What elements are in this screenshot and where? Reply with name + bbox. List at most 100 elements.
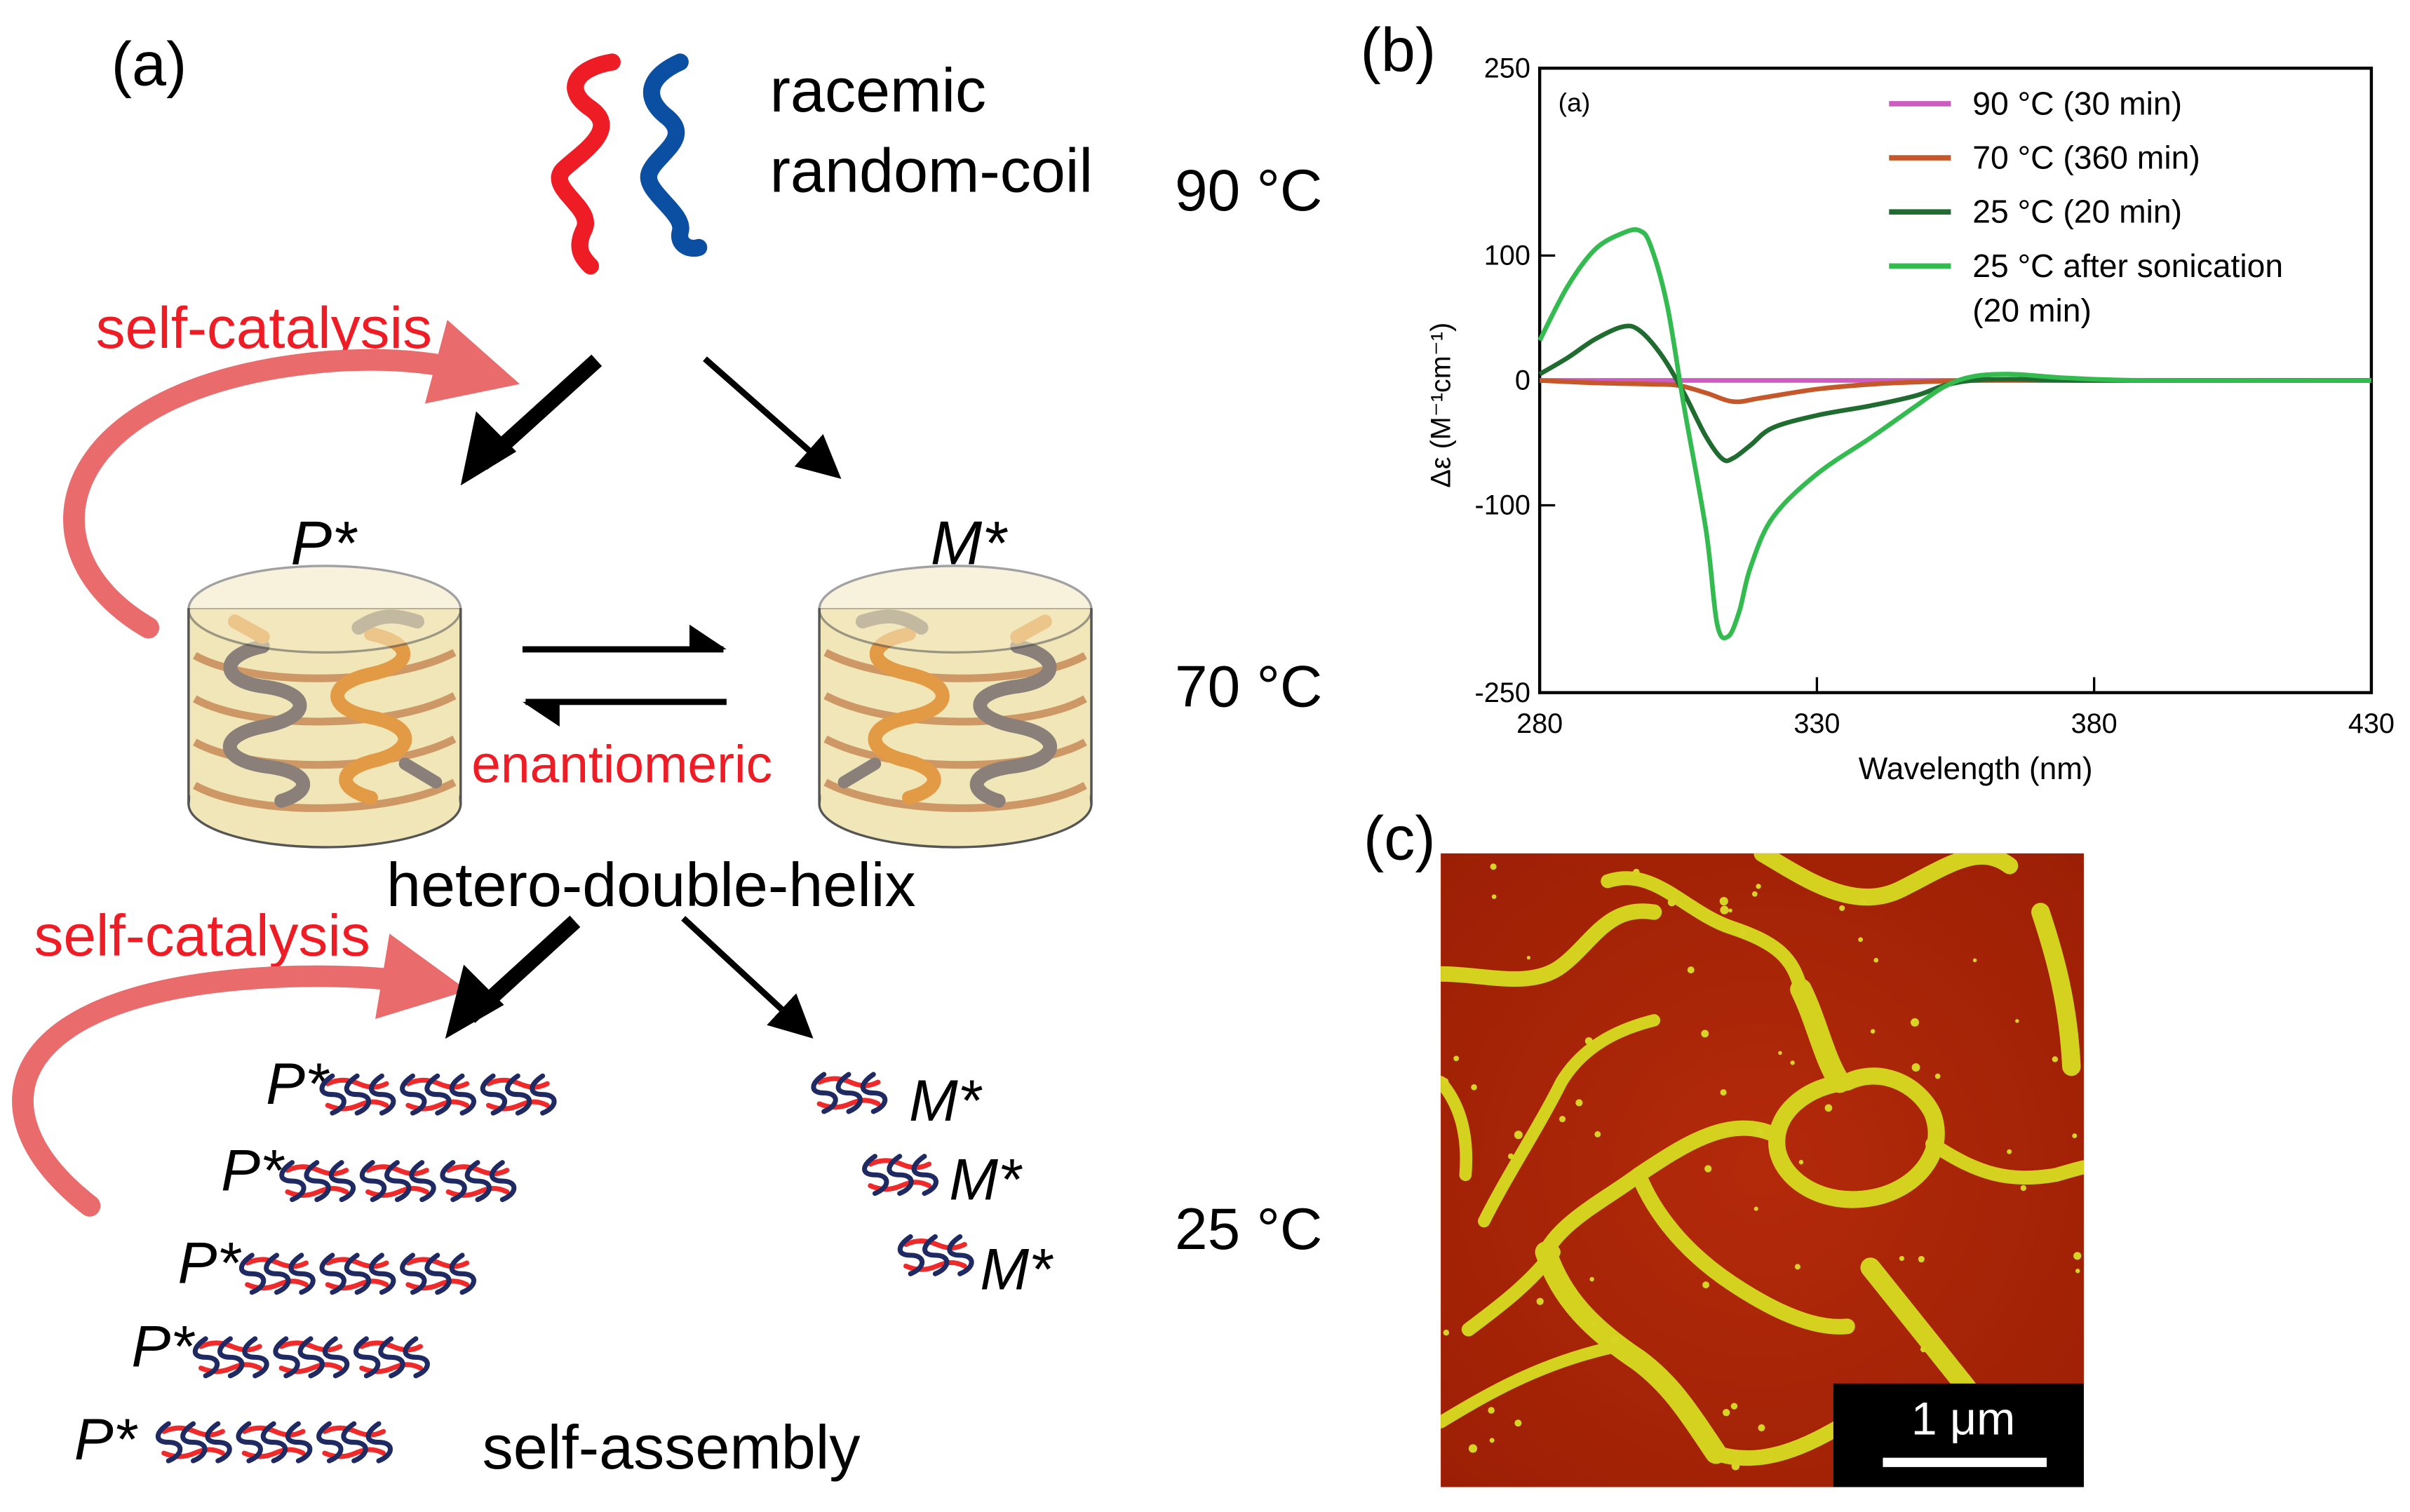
x-tick-label: 430 [2348,708,2395,739]
afm-particle [1751,891,1758,897]
afm-particle [2073,1252,2082,1260]
double-helix [356,1339,427,1376]
afm-particle [1720,1089,1727,1096]
bold-arrow-head-P-assembly [445,964,504,1039]
temp-25: 25 °C [1175,1196,1322,1262]
P-row-label-3: P* [177,1230,241,1296]
y-tick-label: 250 [1484,53,1530,83]
temp-90: 90 °C [1175,157,1322,223]
P-row-label-4: P* [131,1314,195,1379]
red-random-coil [551,53,621,275]
P-assembly: P* P* P* P* P* [74,1051,554,1472]
afm-particle [1899,1255,1905,1262]
afm-particle [1738,929,1746,937]
panel-label-b: (b) [1360,15,1436,85]
afm-particle [1790,1060,1795,1065]
double-helix [322,1076,393,1113]
double-helix [814,1074,885,1112]
afm-particle [2020,1184,2026,1192]
afm-particle [1911,1018,1920,1027]
afm-particle [1575,1099,1583,1107]
legend-label: 25 °C after sonication [1972,248,2283,284]
afm-particle [1584,1037,1593,1045]
self-catalysis-label-bottom: self-catalysis [34,902,370,968]
thin-arrow-to-M [703,356,842,479]
chart-inner-label: (a) [1559,88,1591,117]
afm-particle [1824,1104,1833,1112]
double-helix [241,1255,313,1292]
afm-particle [1702,1281,1710,1289]
afm-particle [1441,1078,1449,1085]
y-tick-label: -250 [1475,677,1530,708]
afm-particle [1839,905,1845,911]
afm-particle [1507,1153,1514,1159]
P-row-label-2: P* [221,1137,285,1203]
temp-70: 70 °C [1175,653,1322,719]
afm-particle [1443,1330,1450,1336]
afm-particle [1756,884,1761,889]
M-row-label-3: M* [980,1236,1053,1302]
afm-particle [1489,1438,1495,1443]
self-catalysis-arrow-bottom [12,933,468,1217]
self-catalysis-arrow-top [63,320,520,639]
thin-arrow-to-M-assembly [681,916,814,1039]
afm-particle [1453,1055,1460,1062]
afm-particle [1594,1130,1601,1138]
M-row-label-1: M* [909,1067,983,1133]
double-helix [158,1424,229,1461]
afm-particle [1731,1462,1740,1471]
afm-particle [1633,868,1640,876]
P-row-label-5: P* [74,1406,138,1472]
afm-particle [1870,1029,1876,1034]
random-coil-label: random-coil [770,136,1093,205]
afm-particle [1468,1444,1478,1453]
legend-label: 70 °C (360 min) [1972,139,2200,175]
afm-particle [1559,1116,1566,1123]
P-cylinder [189,566,461,847]
hetero-double-helix-label: hetero-double-helix [386,850,916,919]
afm-particle [1610,1335,1619,1344]
afm-particle [2015,1019,2019,1023]
y-axis-label: Δε (M⁻¹cm⁻¹) [1425,323,1456,488]
afm-particle [1536,1297,1544,1305]
double-helix [443,1163,514,1200]
legend-label: 90 °C (30 min) [1972,85,2182,121]
double-helix [403,1076,474,1113]
afm-particle [1591,1322,1596,1327]
afm-particle [2007,1149,2012,1154]
y-tick-label: -100 [1475,490,1530,521]
double-helix [319,1424,391,1461]
x-tick-label: 280 [1516,708,1563,739]
racemic-label: racemic [770,55,987,125]
double-helix [865,1156,936,1194]
afm-particle [1704,1165,1712,1173]
afm-particle [1720,905,1729,914]
afm-particle [2075,1269,2080,1274]
y-tick-label: 100 [1484,241,1530,271]
double-helix [362,1163,433,1200]
afm-particle [1490,863,1497,870]
afm-particle [2056,1177,2060,1182]
legend-label: (20 min) [1972,292,2092,329]
afm-particle [1758,1424,1765,1431]
afm-particle [1860,898,1867,905]
M-cylinder [819,566,1091,847]
afm-particle [1778,1051,1782,1055]
afm-particle [2072,1133,2078,1139]
afm-particle [1667,898,1676,907]
double-helix [238,1424,310,1461]
enantiomeric-label: enantiomeric [471,734,772,793]
afm-particle [1514,1419,1522,1427]
afm-particle [1934,1073,1941,1079]
P-row-label-1: P* [266,1051,330,1116]
M-row-label-2: M* [949,1147,1023,1213]
afm-particle [1728,908,1732,913]
double-helix [276,1339,347,1376]
x-axis-label: Wavelength (nm) [1859,752,2093,786]
panel-label-c: (c) [1364,804,1436,873]
legend: 90 °C (30 min)70 °C (360 min)25 °C (20 m… [1889,85,2283,329]
afm-particle [1753,1206,1758,1211]
afm-particle [1728,1129,1733,1135]
